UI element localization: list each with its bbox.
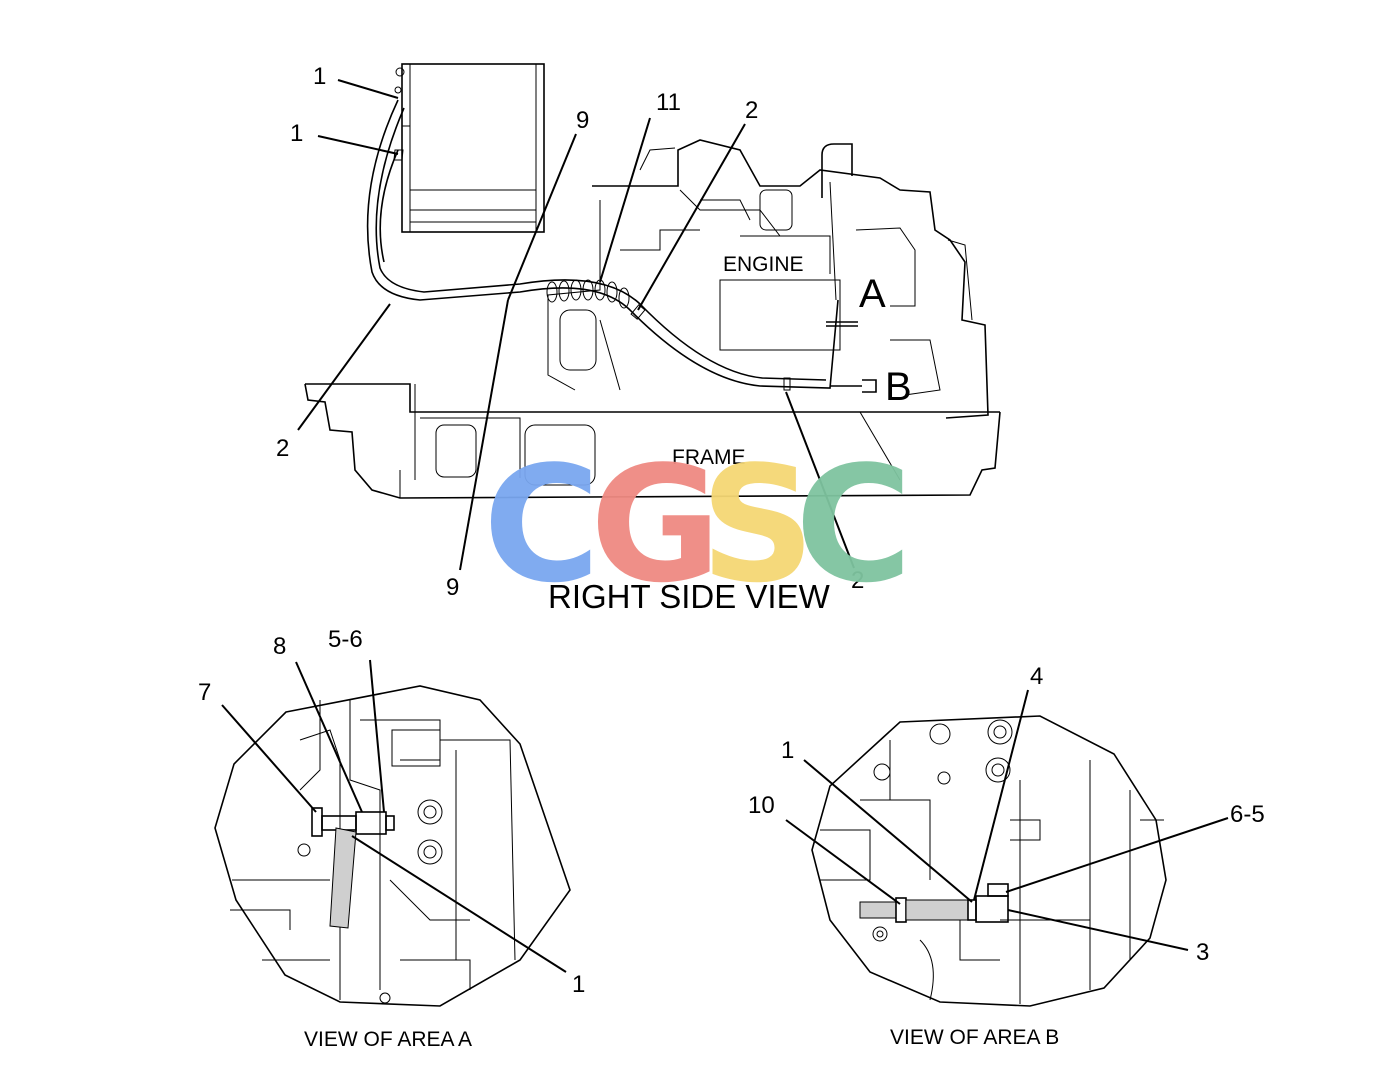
view-b-callout-6-5: 6-5 bbox=[1230, 801, 1265, 828]
view-b-caption: VIEW OF AREA B bbox=[890, 1026, 1059, 1049]
main-leaders bbox=[297, 79, 855, 571]
callout-2-left: 2 bbox=[276, 435, 289, 462]
intake-elbow bbox=[821, 143, 853, 301]
view-a-callout-7: 7 bbox=[198, 679, 211, 706]
callout-9-lower: 9 bbox=[446, 574, 459, 601]
frame bbox=[304, 383, 1001, 499]
area-b-marker: B bbox=[885, 365, 912, 409]
view-b-callout-4: 4 bbox=[1030, 663, 1043, 690]
view-area-a: 8 5-6 7 1 VIEW OF AREA A bbox=[198, 626, 585, 1051]
watermark-letter-s: S bbox=[700, 431, 815, 618]
upper-tank bbox=[394, 63, 545, 233]
watermark-letter-c2: C bbox=[795, 431, 912, 618]
main-view-title: RIGHT SIDE VIEW bbox=[548, 578, 831, 615]
watermark-letter-g: G bbox=[590, 431, 721, 618]
area-a-marker: A bbox=[859, 272, 886, 316]
right-side-view: ENGINE FRAME A B 1 1 9 11 2 2 9 2 bbox=[276, 63, 1001, 601]
view-area-b: 4 1 10 6-5 3 VIEW OF AREA B bbox=[748, 663, 1265, 1049]
callout-11: 11 bbox=[656, 89, 681, 116]
engine-label: ENGINE bbox=[723, 253, 804, 276]
view-a-callout-5-6: 5-6 bbox=[328, 626, 363, 653]
callout-9-upper: 9 bbox=[576, 107, 589, 134]
spiral-wrap bbox=[546, 279, 630, 309]
view-a-callout-1: 1 bbox=[572, 971, 585, 998]
callout-1-upper: 1 bbox=[313, 63, 326, 90]
callout-2-bottom: 2 bbox=[851, 567, 864, 594]
callout-1-lower: 1 bbox=[290, 120, 303, 147]
view-a-caption: VIEW OF AREA A bbox=[304, 1028, 472, 1051]
view-b-callout-10: 10 bbox=[748, 792, 775, 819]
frame-label: FRAME bbox=[672, 446, 746, 469]
view-b-callout-3: 3 bbox=[1196, 939, 1209, 966]
view-b-callout-1: 1 bbox=[781, 737, 794, 764]
callout-2-top: 2 bbox=[745, 97, 758, 124]
engine-block bbox=[547, 139, 989, 419]
cgsc-watermark: C G S C bbox=[483, 431, 912, 618]
hose-assembly bbox=[366, 99, 877, 393]
view-a-callout-8: 8 bbox=[273, 633, 286, 660]
watermark-letter-c1: C bbox=[483, 431, 600, 618]
